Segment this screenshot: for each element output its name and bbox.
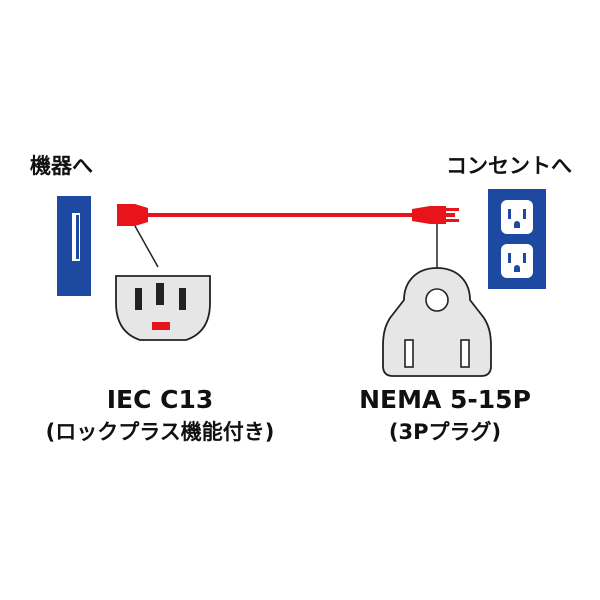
power-cable [117, 204, 459, 226]
c13-name: IEC C13 [106, 385, 214, 414]
c13-face-icon [115, 275, 211, 341]
nema-caption: NEMA 5-15P (3Pプラグ) [300, 383, 590, 447]
c13-caption: IEC C13 (ロックプラス機能付き) [10, 383, 310, 447]
c13-note: (ロックプラス機能付き) [45, 420, 275, 444]
wall-outlet-icon [488, 189, 546, 289]
outlet-socket-top [501, 200, 533, 234]
device-panel [57, 196, 91, 296]
nema-plug-face-icon [382, 267, 492, 377]
nema-note: (3Pプラグ) [388, 420, 502, 444]
outlet-socket-bottom [501, 244, 533, 278]
c13-leader-line [134, 225, 159, 268]
device-direction-label: 機器へ [30, 154, 93, 178]
outlet-direction-label: コンセントへ [446, 154, 572, 178]
nema-name: NEMA 5-15P [359, 385, 531, 414]
